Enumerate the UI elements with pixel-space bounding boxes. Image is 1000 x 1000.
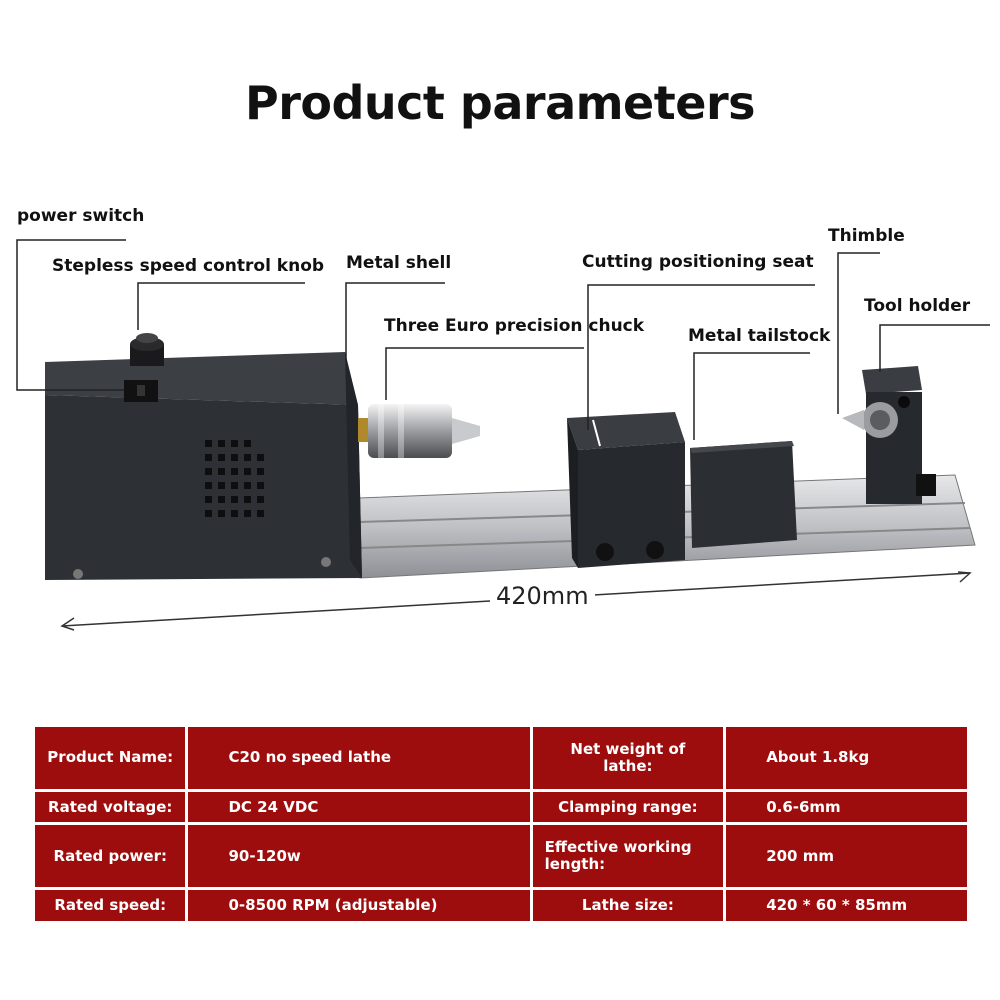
- label-power-switch: power switch: [17, 206, 145, 226]
- cutting-positioning-seat: [567, 412, 685, 568]
- label-metal-tailstock: Metal tailstock: [688, 326, 831, 346]
- spec-label: Rated voltage:: [35, 791, 186, 823]
- spec-label: Effective working length:: [532, 825, 724, 888]
- table-row: Product Name: C20 no speed lathe Net wei…: [35, 727, 967, 789]
- vent-holes: [205, 440, 264, 517]
- specs-table: Product Name: C20 no speed lathe Net wei…: [32, 724, 970, 924]
- page-title: Product parameters: [244, 76, 756, 130]
- label-metal-shell: Metal shell: [346, 253, 452, 273]
- thimble: [842, 410, 864, 430]
- spec-label: Rated power:: [35, 825, 186, 888]
- spec-label: Net weight of lathe:: [532, 727, 724, 789]
- spec-value: 420 * 60 * 85mm: [726, 890, 967, 921]
- drill-chuck: [358, 404, 480, 458]
- label-precision-chuck: Three Euro precision chuck: [384, 316, 645, 336]
- power-switch: [124, 380, 158, 402]
- table-row: Rated speed: 0-8500 RPM (adjustable) Lat…: [35, 890, 967, 921]
- spec-label: Clamping range:: [532, 791, 724, 823]
- motor-box: [45, 352, 362, 580]
- spec-label: Lathe size:: [532, 890, 724, 921]
- spec-label: Product Name:: [35, 727, 186, 789]
- tool-holder: [862, 366, 936, 504]
- label-thimble: Thimble: [828, 226, 905, 246]
- table-row: Rated voltage: DC 24 VDC Clamping range:…: [35, 791, 967, 823]
- metal-tailstock: [690, 441, 797, 548]
- spec-value: DC 24 VDC: [188, 791, 530, 823]
- spec-value: C20 no speed lathe: [188, 727, 530, 789]
- table-row: Rated power: 90-120w Effective working l…: [35, 825, 967, 888]
- label-cutting-positioning-seat: Cutting positioning seat: [582, 252, 814, 272]
- spec-value: About 1.8kg: [726, 727, 967, 789]
- spec-label: Rated speed:: [35, 890, 186, 921]
- callout-leaders: [16, 239, 990, 440]
- label-tool-holder: Tool holder: [864, 296, 971, 316]
- speed-knob: [130, 333, 164, 366]
- spec-value: 0-8500 RPM (adjustable): [188, 890, 530, 921]
- dimension-label: 420mm: [490, 582, 595, 610]
- label-speed-control-knob: Stepless speed control knob: [52, 256, 325, 276]
- spec-value: 200 mm: [726, 825, 967, 888]
- spec-value: 0.6-6mm: [726, 791, 967, 823]
- lathe-diagram: [16, 239, 990, 631]
- spec-value: 90-120w: [188, 825, 530, 888]
